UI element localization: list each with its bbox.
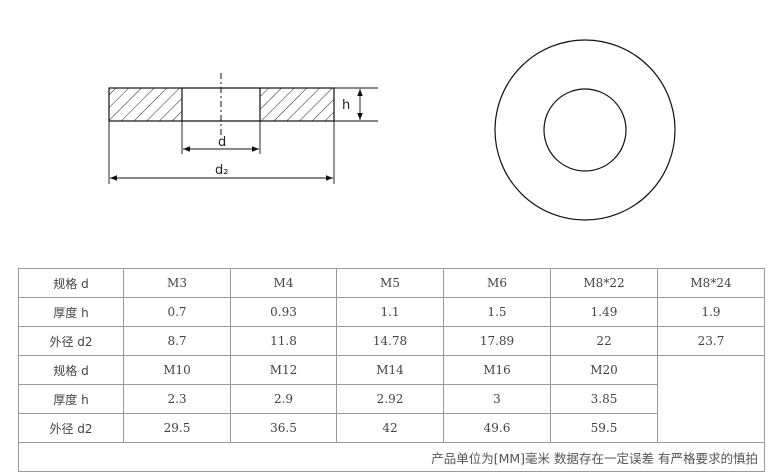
table-row: 外径 d2 29.5 36.5 42 49.6 59.5: [18, 413, 765, 443]
cell: 3.85: [550, 384, 658, 414]
cell: 23.7: [657, 326, 765, 356]
cell: 29.5: [123, 413, 231, 443]
cell: M10: [123, 355, 231, 385]
cell: M3: [123, 268, 231, 298]
row-label-thickness: 厚度 h: [18, 384, 124, 414]
cell: 1.5: [443, 297, 551, 327]
cell: 8.7: [123, 326, 231, 356]
cell: M6: [443, 268, 551, 298]
table-row: 规格 d M3 M4 M5 M6 M8*22 M8*24: [18, 268, 765, 298]
cell: M4: [230, 268, 337, 298]
cell: 0.93: [230, 297, 337, 327]
cell: M8*24: [657, 268, 765, 298]
inner-circle: [543, 88, 627, 172]
cell: 1.49: [550, 297, 658, 327]
washer-technical-drawing: h d d₂: [108, 39, 676, 221]
inner-diameter-label: d: [218, 135, 226, 150]
row-label-spec: 规格 d: [18, 355, 124, 385]
cell: 11.8: [230, 326, 337, 356]
row-label-spec: 规格 d: [18, 268, 124, 298]
cell: 1.1: [336, 297, 444, 327]
cell: 1.9: [657, 297, 765, 327]
left-hatched-section: [108, 87, 183, 122]
washer-cross-section: [108, 73, 335, 136]
row-label-outer: 外径 d2: [18, 326, 124, 356]
washer-top-view: [494, 39, 676, 221]
unit-note: 产品单位为[MM]毫米 数据存在一定误差 有严格要求的慎拍: [18, 442, 765, 472]
row-label-thickness: 厚度 h: [18, 297, 124, 327]
table-row: 规格 d M10 M12 M14 M16 M20: [18, 355, 765, 443]
cell: 2.9: [230, 384, 337, 414]
outer-diameter-label: d₂: [215, 163, 228, 178]
cell: 2.3: [123, 384, 231, 414]
cell: 2.92: [336, 384, 444, 414]
cell: 0.7: [123, 297, 231, 327]
cell: 3: [443, 384, 551, 414]
cell: 14.78: [336, 326, 444, 356]
cell: M8*22: [550, 268, 658, 298]
table-row: 厚度 h 0.7 0.93 1.1 1.5 1.49 1.9: [18, 297, 765, 327]
cell: 49.6: [443, 413, 551, 443]
inner-diameter-dimension: d: [181, 121, 261, 154]
table-row: 厚度 h 2.3 2.9 2.92 3 3.85: [18, 384, 765, 414]
spec-table: 规格 d M3 M4 M5 M6 M8*22 M8*24 厚度 h 0.7 0.…: [18, 268, 765, 472]
empty-cell: [657, 355, 765, 443]
table-row: 产品单位为[MM]毫米 数据存在一定误差 有严格要求的慎拍: [18, 442, 765, 472]
table-row: 外径 d2 8.7 11.8 14.78 17.89 22 23.7: [18, 326, 765, 356]
cell: 36.5: [230, 413, 337, 443]
cell: M12: [230, 355, 337, 385]
cell: 42: [336, 413, 444, 443]
cell: 22: [550, 326, 658, 356]
cell: 17.89: [443, 326, 551, 356]
cell: M16: [443, 355, 551, 385]
thickness-dimension: h: [334, 87, 378, 122]
cell: M14: [336, 355, 444, 385]
outer-circle: [494, 39, 676, 221]
outer-diameter-dimension: d₂: [108, 121, 335, 184]
right-hatched-section: [259, 87, 335, 122]
cell: M5: [336, 268, 444, 298]
thickness-label: h: [342, 98, 350, 113]
cell: 59.5: [550, 413, 658, 443]
row-label-outer: 外径 d2: [18, 413, 124, 443]
cell: M20: [550, 355, 658, 385]
